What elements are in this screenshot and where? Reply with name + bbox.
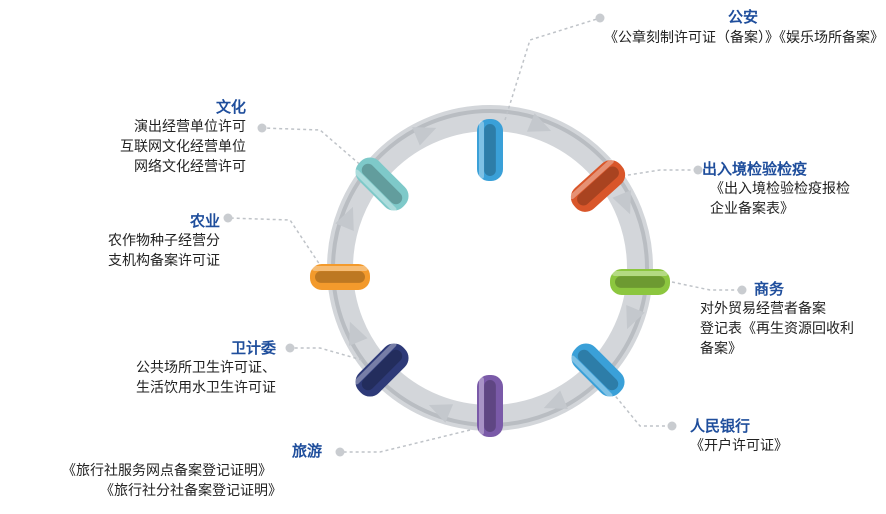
node-desc-crjjy-2: 企业备案表》: [710, 201, 794, 217]
node-title-rmyh: 人民银行: [690, 417, 751, 435]
connector-dot-crjjy: [693, 165, 703, 175]
node-desc-nongye-2: 支机构备案许可证: [108, 253, 220, 269]
connector-dot-gongan: [595, 13, 605, 23]
arrowhead: [335, 206, 354, 232]
node-desc-shangwu-1: 对外贸易经营者备案: [700, 301, 826, 317]
band-rings: [310, 119, 670, 437]
node-desc-rmyh-1: 《开户许可证》: [690, 438, 788, 454]
node-desc-wenhua-1: 演出经营单位许可: [134, 119, 246, 135]
node-desc-shangwu-3: 备案》: [700, 341, 742, 357]
node-title-wenhua: 文化: [215, 98, 246, 116]
node-title-gongan: 公安: [727, 8, 758, 26]
node-rmyh: 人民银行 《开户许可证》: [690, 415, 788, 456]
node-crjjy: 出入境检验检疫 《出入境检验检疫报检 企业备案表》: [702, 158, 850, 219]
connector-line-shangwu: [671, 281, 742, 291]
node-desc-wjw-2: 生活饮用水卫生许可证: [136, 380, 276, 396]
node-desc-gongan-1: 《公章刻制许可证（备案）》《娱乐场所备案》: [604, 30, 884, 46]
connector-dot-wjw: [285, 343, 295, 353]
connector-line-crjjy: [621, 169, 698, 177]
ring-wenhua: [354, 157, 409, 212]
ring-gongan: [477, 119, 503, 181]
connector-lines: [223, 13, 747, 457]
node-wjw: 卫计委 公共场所卫生许可证、 生活饮用水卫生许可证: [70, 337, 276, 398]
arrowhead: [543, 390, 568, 409]
node-desc-lvyou-1: 《旅行社服务网点备案登记证明》: [62, 463, 272, 479]
connector-dot-rmyh: [667, 421, 677, 431]
node-title-lvyou: 旅游: [292, 442, 323, 460]
arrowhead: [412, 127, 437, 146]
node-desc-lvyou-2: 《旅行社分社备案登记证明》: [100, 483, 282, 499]
node-nongye: 农业 农作物种子经营分 支机构备案许可证: [60, 210, 220, 271]
arrowhead: [626, 304, 645, 330]
connector-dot-shangwu: [737, 285, 747, 295]
connector-line-gongan: [504, 17, 601, 121]
node-desc-shangwu-2: 登记表《再生资源回收利: [700, 321, 854, 337]
node-title-wjw: 卫计委: [230, 339, 276, 357]
connector-line-nongye: [227, 217, 323, 269]
node-desc-nongye-1: 农作物种子经营分: [108, 233, 220, 249]
connector-line-wjw: [290, 347, 363, 361]
ring-lvyou: [477, 375, 503, 437]
node-title-crjjy: 出入境检验检疫: [702, 160, 808, 178]
ring-nongye: [310, 264, 370, 290]
connector-line-lvyou: [340, 429, 471, 453]
ring-shangwu: [610, 269, 670, 295]
ring-wjw: [354, 342, 409, 397]
arrowhead: [526, 113, 552, 132]
arrowhead: [428, 404, 454, 423]
node-title-nongye: 农业: [189, 212, 220, 230]
node-desc-wenhua-2: 互联网文化经营单位: [120, 139, 246, 155]
arrowhead: [612, 190, 631, 215]
connector-dot-wenhua: [257, 123, 267, 133]
ring-rmyh: [570, 343, 625, 398]
node-gongan: 公安 《公章刻制许可证（备案）》《娱乐场所备案》: [600, 6, 886, 46]
ring-crjjy: [569, 158, 626, 212]
connector-line-wenhua: [261, 127, 365, 169]
node-desc-wenhua-3: 网络文化经营许可: [134, 159, 246, 175]
node-wenhua: 文化 演出经营单位许可 互联网文化经营单位 网络文化经营许可: [60, 96, 246, 177]
arrowhead: [349, 321, 368, 346]
node-title-shangwu: 商务: [754, 280, 785, 298]
node-desc-crjjy-1: 《出入境检验检疫报检: [710, 181, 850, 197]
connector-dot-nongye: [223, 213, 233, 223]
node-shangwu: 商务 对外贸易经营者备案 登记表《再生资源回收利 备案》: [700, 278, 854, 359]
connector-dot-lvyou: [335, 447, 345, 457]
node-desc-wjw-1: 公共场所卫生许可证、: [136, 360, 276, 376]
connector-line-rmyh: [611, 391, 672, 427]
node-lvyou: 旅游 《旅行社服务网点备案登记证明》 《旅行社分社备案登记证明》: [62, 440, 342, 501]
